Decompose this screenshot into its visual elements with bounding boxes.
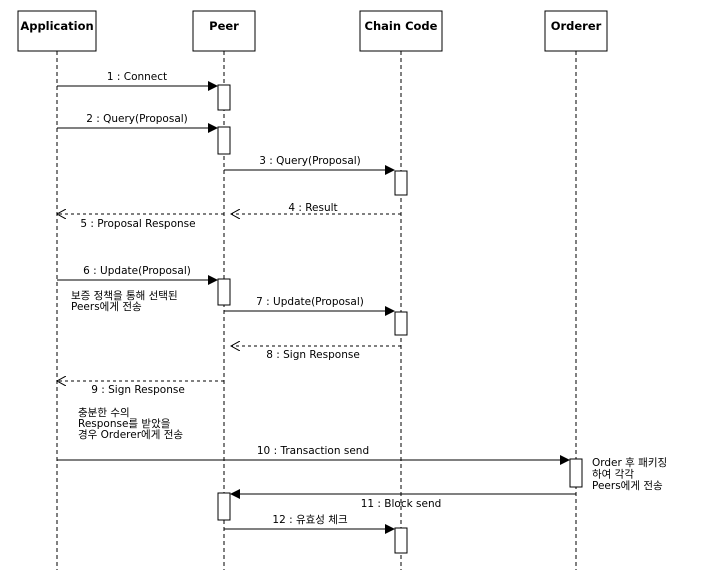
note-n3-line: 하여 각각 (592, 468, 634, 481)
activation-bar (217, 84, 231, 111)
lifeline-orderer: Orderer (544, 10, 608, 570)
message-m8-label: 8 : Sign Response (266, 349, 360, 361)
note-n2-line: Response를 받았을 (78, 418, 171, 430)
message-m11[interactable]: 11 : Block send (230, 489, 576, 510)
message-m12-label: 12 : 유효성 체크 (272, 514, 348, 526)
lifeline-app-label: Application (20, 19, 93, 33)
message-m2[interactable]: 2 : Query(Proposal) (57, 113, 218, 133)
lifeline-peer-header[interactable] (192, 10, 256, 52)
message-m4-label: 4 : Result (288, 202, 337, 214)
message-m8[interactable]: 8 : Sign Response (231, 346, 401, 361)
message-m6[interactable]: 6 : Update(Proposal) (57, 265, 218, 285)
lifeline-chaincode: Chain Code (359, 10, 443, 570)
note-n1-line: 보증 정책을 통해 선택된 (71, 289, 178, 302)
message-m6-label: 6 : Update(Proposal) (83, 265, 191, 277)
note-n2-line: 경우 Orderer에게 전송 (78, 428, 183, 441)
activation-bar (394, 170, 408, 196)
lifeline-app: Application (17, 10, 97, 570)
message-m12[interactable]: 12 : 유효성 체크 (224, 514, 395, 534)
note-n3-line: Peers에게 전송 (592, 480, 663, 492)
message-m2-label: 2 : Query(Proposal) (86, 113, 188, 125)
note-n1-line: Peers에게 전송 (71, 301, 142, 313)
message-m3[interactable]: 3 : Query(Proposal) (224, 155, 395, 175)
activation-bar (394, 311, 408, 336)
message-m5[interactable]: 5 : Proposal Response (57, 214, 224, 230)
lifeline-peer: Peer (192, 10, 256, 570)
activation-bar (217, 492, 231, 521)
message-m10[interactable]: 10 : Transaction send (57, 445, 570, 465)
message-m5-label: 5 : Proposal Response (80, 218, 195, 230)
lifeline-chaincode-header[interactable] (359, 10, 443, 52)
message-m9[interactable]: 9 : Sign Response (57, 381, 224, 396)
message-m10-label: 10 : Transaction send (257, 445, 369, 457)
message-m7[interactable]: 7 : Update(Proposal) (224, 296, 395, 316)
activation-bar (217, 278, 231, 306)
note-n3-line: Order 후 패키징 (592, 457, 667, 469)
lifeline-chaincode-label: Chain Code (365, 19, 438, 33)
message-m7-label: 7 : Update(Proposal) (256, 296, 364, 308)
message-m1-label: 1 : Connect (107, 71, 167, 83)
activation-bar (217, 126, 231, 155)
lifeline-orderer-header[interactable] (544, 10, 608, 52)
note-n2-line: 충분한 수의 (78, 407, 130, 419)
message-m11-label: 11 : Block send (361, 498, 442, 510)
message-m4[interactable]: 4 : Result (231, 202, 401, 214)
lifeline-orderer-label: Orderer (551, 19, 602, 33)
message-m9-label: 9 : Sign Response (91, 384, 185, 396)
message-m3-label: 3 : Query(Proposal) (259, 155, 361, 167)
lifeline-peer-label: Peer (209, 19, 239, 33)
activation-bar (569, 458, 583, 488)
lifeline-app-header[interactable] (17, 10, 97, 52)
activation-bar (394, 527, 408, 554)
message-m1[interactable]: 1 : Connect (57, 71, 218, 91)
